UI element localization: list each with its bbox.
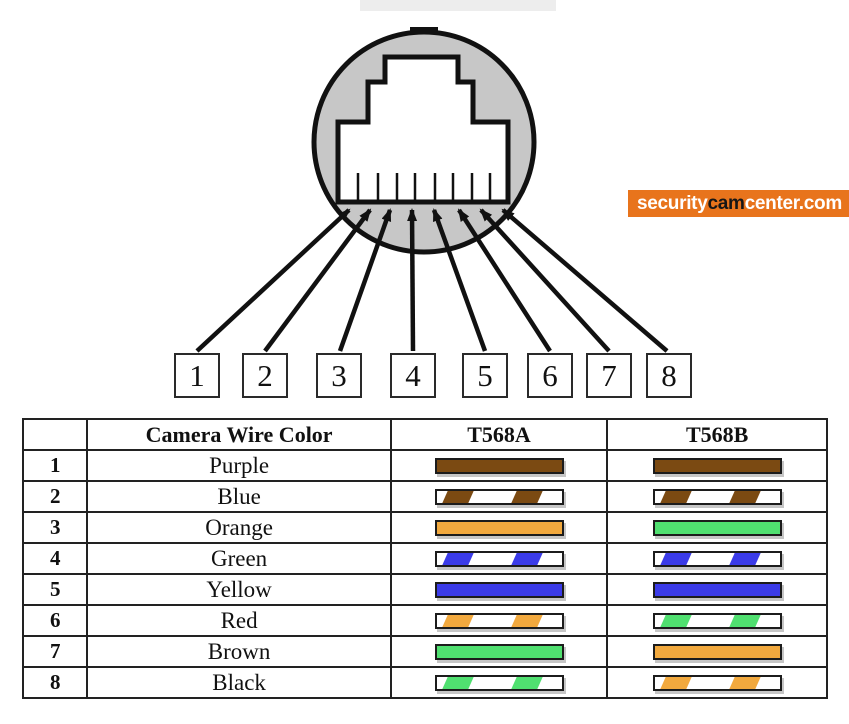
wire-color-cell: Green — [86, 542, 392, 575]
arrow-pin-4 — [407, 208, 418, 352]
t568a-cell — [389, 480, 609, 513]
wire-bar — [652, 550, 782, 567]
pin-number-box-5: 5 — [462, 353, 508, 398]
wire-bar — [434, 488, 564, 505]
arrow-pin-8 — [501, 208, 669, 353]
t568a-cell — [389, 604, 609, 637]
header-t568b: T568B — [606, 418, 828, 451]
wire-bar — [434, 612, 564, 629]
arrow-pin-1 — [195, 208, 351, 353]
pin-cell: 8 — [21, 666, 89, 699]
wire-bar — [434, 674, 564, 691]
pin-number-box-4: 4 — [390, 353, 436, 398]
t568b-cell — [606, 511, 828, 544]
pin-number-box-7: 7 — [586, 353, 632, 398]
wire-color-cell: Brown — [86, 635, 392, 668]
wire-bar — [652, 612, 782, 629]
pin-number-label: 7 — [601, 357, 617, 393]
wire-bar — [434, 581, 564, 598]
pin-number-box-6: 6 — [527, 353, 573, 398]
wire-color-cell: Blue — [86, 480, 392, 513]
t568a-cell — [389, 573, 609, 606]
rj45-jack-outline — [335, 54, 511, 205]
t568b-cell — [606, 635, 828, 668]
pin-arrows — [195, 208, 669, 353]
wire-bar — [652, 643, 782, 660]
pin-number-box-2: 2 — [242, 353, 288, 398]
table-header-row: Camera Wire Color T568A T568B — [21, 418, 828, 451]
header-camera-wire-color: Camera Wire Color — [86, 418, 392, 451]
t568b-cell — [606, 573, 828, 606]
t568a-cell — [389, 666, 609, 699]
connector-pins — [356, 173, 492, 200]
t568a-cell — [389, 511, 609, 544]
table-row: 7 Brown — [21, 635, 828, 668]
table-row: 2 Blue — [21, 480, 828, 513]
wire-bar — [434, 457, 564, 474]
pin-number-label: 4 — [405, 357, 421, 393]
connector-top-notch — [410, 27, 438, 33]
pin-cell: 4 — [21, 542, 89, 575]
pin-number-label: 2 — [257, 357, 273, 393]
pin-number-box-8: 8 — [646, 353, 692, 398]
t568a-cell — [389, 542, 609, 575]
t568b-cell — [606, 542, 828, 575]
watermark-text-center: center.com — [744, 192, 843, 214]
pin-cell: 2 — [21, 480, 89, 513]
pin-number-label: 6 — [542, 357, 558, 393]
header-t568a: T568A — [389, 418, 609, 451]
watermark-text-security: security — [637, 192, 708, 214]
header-pin — [21, 418, 89, 451]
table-row: 4 Green — [21, 542, 828, 575]
table-row: 6 Red — [21, 604, 828, 637]
pin-number-box-1: 1 — [174, 353, 220, 398]
arrow-pin-5 — [431, 208, 488, 352]
pin-cell: 3 — [21, 511, 89, 544]
table-row: 8 Black — [21, 666, 828, 699]
wire-color-cell: Yellow — [86, 573, 392, 606]
wire-bar — [652, 457, 782, 474]
pin-number-box-3: 3 — [316, 353, 362, 398]
t568b-cell — [606, 666, 828, 699]
background-artifact — [360, 0, 556, 11]
wire-bar — [434, 519, 564, 536]
t568a-cell — [389, 449, 609, 482]
wire-bar — [652, 674, 782, 691]
pin-cell: 1 — [21, 449, 89, 482]
wire-color-cell: Orange — [86, 511, 392, 544]
wire-bar — [652, 519, 782, 536]
table-row: 1 Purple — [21, 449, 828, 482]
wire-color-cell: Purple — [86, 449, 392, 482]
table-row: 5 Yellow — [21, 573, 828, 606]
pin-number-label: 3 — [331, 357, 347, 393]
arrow-pin-7 — [479, 208, 611, 353]
rj45-connector-diagram — [195, 0, 669, 353]
pin-number-label: 1 — [189, 357, 205, 393]
t568b-cell — [606, 449, 828, 482]
wire-color-cell: Red — [86, 604, 392, 637]
arrow-pin-3 — [337, 208, 393, 352]
pin-cell: 6 — [21, 604, 89, 637]
pin-cell: 7 — [21, 635, 89, 668]
t568a-cell — [389, 635, 609, 668]
arrow-pin-6 — [457, 208, 552, 353]
pin-number-label: 8 — [661, 357, 677, 393]
table-row: 3 Orange — [21, 511, 828, 544]
wire-bar — [652, 488, 782, 505]
t568b-cell — [606, 480, 828, 513]
pin-cell: 5 — [21, 573, 89, 606]
wire-bar — [434, 643, 564, 660]
wire-bar — [652, 581, 782, 598]
arrow-pin-2 — [263, 208, 372, 353]
wiring-table: Camera Wire Color T568A T568B 1 Purple 2… — [21, 418, 828, 699]
wire-bar — [434, 550, 564, 567]
watermark-text-cam: cam — [707, 192, 745, 214]
wire-color-cell: Black — [86, 666, 392, 699]
t568b-cell — [606, 604, 828, 637]
pin-number-label: 5 — [477, 357, 493, 393]
